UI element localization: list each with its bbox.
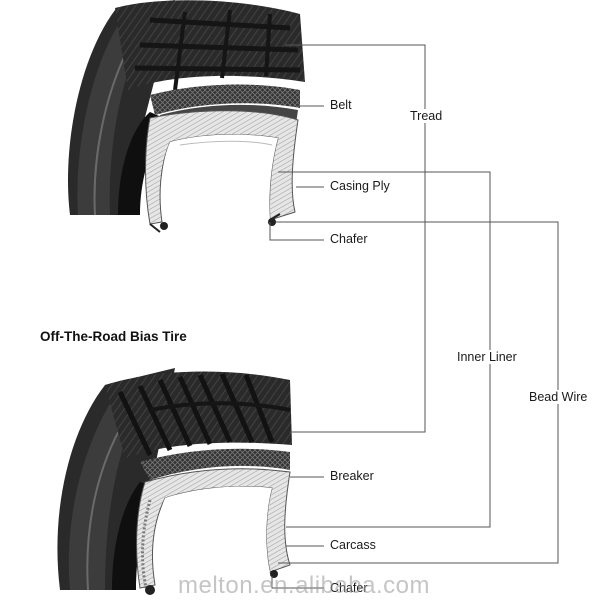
- watermark: melton.en.alibaba.com: [178, 572, 430, 599]
- tread-leader: [285, 44, 426, 433]
- label-chafer-bottom: Chafer: [330, 581, 368, 595]
- bottom-tire-illustration: [57, 368, 292, 595]
- label-bead-wire: Bead Wire: [527, 390, 590, 404]
- top-tire-illustration: [67, 0, 305, 233]
- label-tread: Tread: [408, 109, 445, 123]
- label-chafer-top: Chafer: [330, 232, 368, 246]
- inner-liner-leader: [278, 171, 491, 528]
- label-inner-liner: Inner Liner: [455, 350, 519, 364]
- label-belt: Belt: [330, 98, 352, 112]
- diagram-caption: Off-The-Road Bias Tire: [40, 329, 187, 344]
- label-casing-ply: Casing Ply: [330, 179, 390, 193]
- bead-wire-leader: [276, 221, 559, 564]
- chafer-top-leader: [269, 222, 324, 241]
- chafer-bottom-leader: [271, 576, 324, 589]
- label-breaker: Breaker: [330, 469, 374, 483]
- leader-lines: [269, 44, 559, 589]
- label-carcass: Carcass: [330, 538, 376, 552]
